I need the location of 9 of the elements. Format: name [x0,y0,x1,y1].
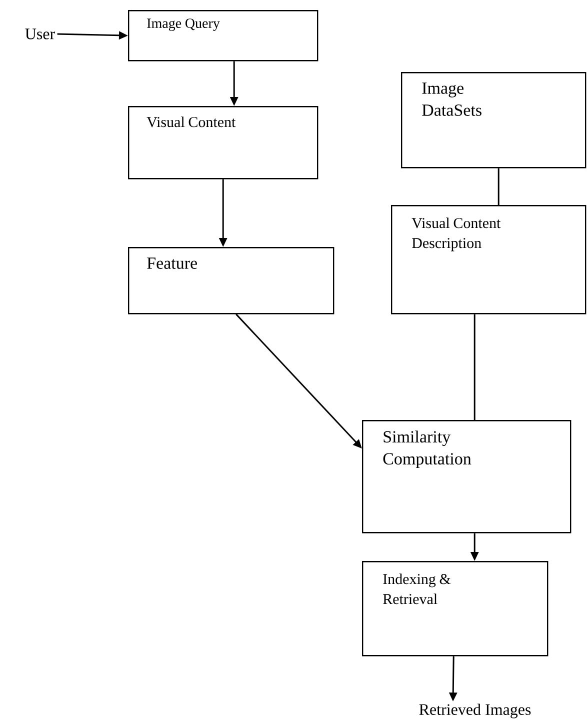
process-box: Indexing & Retrieval [362,561,548,656]
process-box: Visual Content [128,106,318,180]
text-label: Retrieved Images [419,704,531,718]
process-box: Image Query [128,10,318,62]
process-box: Similarity Computation [362,420,572,534]
process-box: Visual Content Description [391,205,586,314]
process-box: Feature [128,247,334,314]
text-label: User [25,28,55,40]
process-box: Image DataSets [401,72,586,168]
